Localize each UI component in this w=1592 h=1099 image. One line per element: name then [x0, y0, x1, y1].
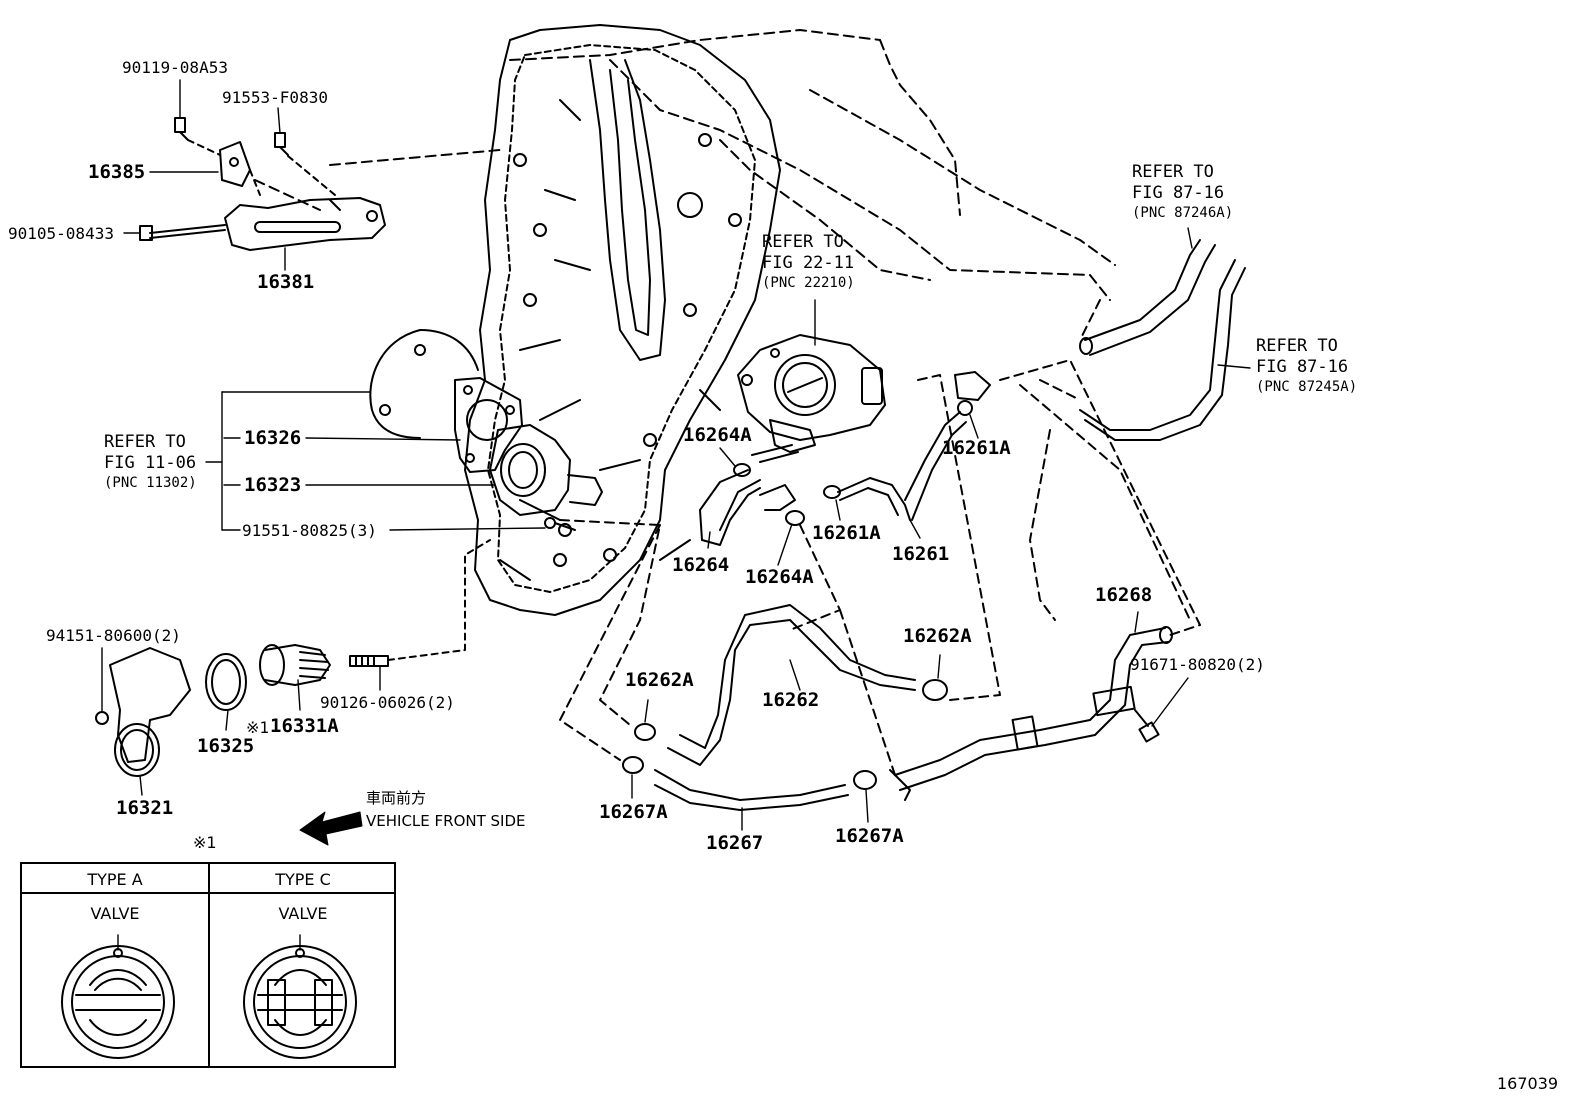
label-16261a-right: 16261A: [942, 437, 1011, 459]
label-16331a: 16331A: [270, 715, 339, 737]
thermostat-type-legend: TYPE A TYPE C VALVE VALVE: [20, 862, 396, 1068]
label-16261: 16261: [892, 543, 950, 565]
gasket-16325: [205, 653, 247, 711]
throttle-body: [737, 334, 886, 463]
timing-chain-cover: [369, 24, 781, 616]
label-16268: 16268: [1095, 584, 1153, 606]
gasket-16326: [454, 377, 523, 473]
label-16331a-marker: ※1: [246, 718, 270, 737]
hose-16261: [823, 371, 991, 521]
label-91671-80820: 91671-80820(2): [1130, 655, 1265, 674]
label-90105-08433: 90105-08433: [8, 224, 114, 243]
diagram-id: 167039: [1497, 1074, 1559, 1093]
label-16264: 16264: [672, 554, 730, 576]
front-note-jp: 車両前方: [366, 789, 427, 807]
ref-fig-11-06-line1: REFER TO: [104, 432, 186, 452]
ref-fig-11-06-line2: FIG 11-06: [104, 453, 197, 474]
label-16267a-right: 16267A: [835, 825, 904, 847]
ref-fig-87-16-b-line1: REFER TO: [1256, 336, 1338, 356]
valve-type-a-drawing: [61, 934, 175, 1059]
dash-leaders-bracket: [187, 139, 336, 196]
label-16325: 16325: [197, 735, 255, 757]
ref-fig-22-11: REFER TO FIG 22-11 (PNC 22210): [762, 232, 855, 292]
front-note-en: VEHICLE FRONT SIDE: [366, 812, 526, 830]
legend-type-a: TYPE A: [87, 870, 143, 889]
bolt-91671: [1134, 709, 1160, 743]
hose-16264: [699, 469, 796, 546]
front-arrow-icon: [299, 811, 363, 846]
label-16321: 16321: [116, 797, 174, 819]
ref-fig-87-16-a-line2: FIG 87-16: [1132, 183, 1225, 204]
label-91551-80825: 91551-80825(3): [242, 521, 377, 540]
ref-fig-87-16-a-line1: REFER TO: [1132, 162, 1214, 182]
valve-type-c-drawing: [243, 934, 357, 1059]
legend-marker: ※1: [193, 833, 217, 852]
label-90126-06026: 90126-06026(2): [320, 693, 455, 712]
water-inlet-16323: [489, 424, 603, 537]
water-outlet-16321: [95, 647, 191, 777]
label-16381: 16381: [257, 271, 315, 293]
pipe-16268: [889, 626, 1173, 801]
label-16323: 16323: [244, 474, 302, 496]
label-16385: 16385: [88, 161, 146, 183]
bracket-16381: [224, 197, 386, 251]
label-16262a-right: 16262A: [903, 625, 972, 647]
stud-90126: [349, 655, 389, 667]
routing-dashed-lines: [559, 299, 1201, 776]
ref-fig-11-06: REFER TO FIG 11-06 (PNC 11302): [104, 432, 197, 492]
hose-16267: [622, 756, 877, 811]
hose-16262: [634, 604, 948, 766]
ref-fig-87-16-b-line2: FIG 87-16: [1256, 357, 1349, 378]
ref-fig-22-11-pnc: (PNC 22210): [762, 274, 855, 291]
legend-type-c: TYPE C: [275, 870, 331, 889]
legend-valve-a: VALVE: [90, 904, 140, 923]
label-91553-f0830: 91553-F0830: [222, 88, 328, 107]
label-16267a-left: 16267A: [599, 801, 668, 823]
ref-fig-87-16-b-pnc: (PNC 87245A): [1256, 378, 1358, 395]
label-16267: 16267: [706, 832, 764, 854]
label-16326: 16326: [244, 427, 302, 449]
dash-leaders-thermostat: [387, 539, 491, 661]
engine-outline-dashed: [254, 29, 1116, 301]
legend-divider: [208, 864, 210, 1066]
clip-16385: [219, 141, 251, 187]
label-16264a-top: 16264A: [683, 424, 752, 446]
label-16264a-bottom: 16264A: [745, 566, 814, 588]
thermostat-16331a: [259, 644, 331, 686]
legend-valve-c: VALVE: [278, 904, 328, 923]
label-94151-80600: 94151-80600(2): [46, 626, 181, 645]
heater-hoses-87-16: [1079, 239, 1246, 441]
label-90119-08a53: 90119-08A53: [122, 58, 228, 77]
clamps-16264a: [733, 463, 805, 526]
label-16262: 16262: [762, 689, 820, 711]
ref-fig-87-16-b: REFER TO FIG 87-16 (PNC 87245A): [1256, 336, 1357, 396]
ref-fig-87-16-a-pnc: (PNC 87246A): [1132, 204, 1234, 221]
leader-lines: [101, 79, 1251, 831]
label-16261a-mid: 16261A: [812, 522, 881, 544]
ref-fig-22-11-line1: REFER TO: [762, 232, 844, 252]
ref-fig-87-16-a: REFER TO FIG 87-16 (PNC 87246A): [1132, 162, 1233, 222]
ref-fig-11-06-pnc: (PNC 11302): [104, 474, 197, 491]
label-16262a-left: 16262A: [625, 669, 694, 691]
ref-fig-22-11-line2: FIG 22-11: [762, 253, 855, 274]
